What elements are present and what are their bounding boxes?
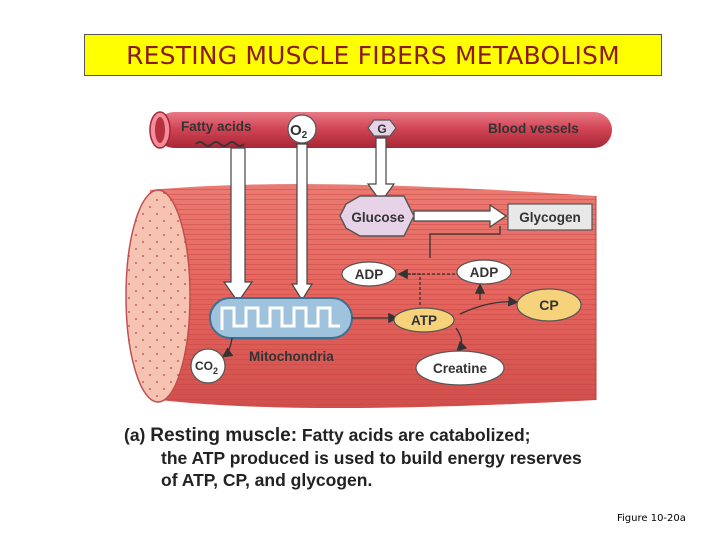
fatty-acid-arrow [222,147,254,304]
mitochondria-organelle [209,297,353,339]
co2-label: CO [195,359,213,373]
caption-line3: of ATP, CP, and glycogen. [161,470,373,490]
adp-left-label: ADP [355,267,384,282]
glucose-glycogen-arrow [413,203,508,229]
o2-label: O [290,122,302,139]
title-box: RESTING MUSCLE FIBERS METABOLISM [84,34,662,76]
mitochondria-label: Mitochondria [249,349,334,364]
muscle-fiber [150,184,597,408]
fatty-acids-label: Fatty acids [181,119,252,134]
co2-molecule: CO2 [190,348,226,384]
creatine-label: Creatine [433,361,488,376]
atp-node: ATP [393,307,455,333]
atp-label: ATP [411,313,437,328]
page-title: RESTING MUSCLE FIBERS METABOLISM [126,40,620,70]
glycogen-box: Glycogen [507,203,593,231]
figure-reference: Figure 10-20a [617,513,686,524]
o2-subscript: 2 [302,130,308,141]
caption-prefix: (a) [124,425,146,445]
glucose-molecule: Glucose [339,195,415,237]
muscle-cross-section [125,189,191,403]
adp-left-node: ADP [341,261,397,287]
co2-subscript: 2 [213,366,218,376]
figure-caption: (a) Resting muscle: Fatty acids are cata… [124,424,664,491]
caption-lead: Resting muscle: [150,425,298,446]
oxygen-molecule: O2 [287,114,317,144]
creatine-node: Creatine [415,350,505,386]
cp-label: CP [539,297,558,313]
adp-right-node: ADP [456,259,512,285]
adp-right-label: ADP [470,265,499,280]
glycogen-label: Glycogen [519,210,581,225]
glucose-arrow [366,137,396,204]
svg-text:O2: O2 [290,122,308,141]
oxygen-arrow [290,143,314,302]
glucose-label: Glucose [351,210,405,225]
fatty-acid-squiggle-icon [195,141,245,147]
caption-line2: the ATP produced is used to build energy… [161,448,582,468]
g-label: G [377,122,386,136]
cp-node: CP [516,288,582,322]
caption-line1: Fatty acids are catabolized; [301,425,531,445]
pathway-arrows [221,226,519,358]
g-molecule: G [367,119,397,137]
svg-text:CO2: CO2 [195,359,218,376]
blood-vessels-label: Blood vessels [488,121,579,136]
